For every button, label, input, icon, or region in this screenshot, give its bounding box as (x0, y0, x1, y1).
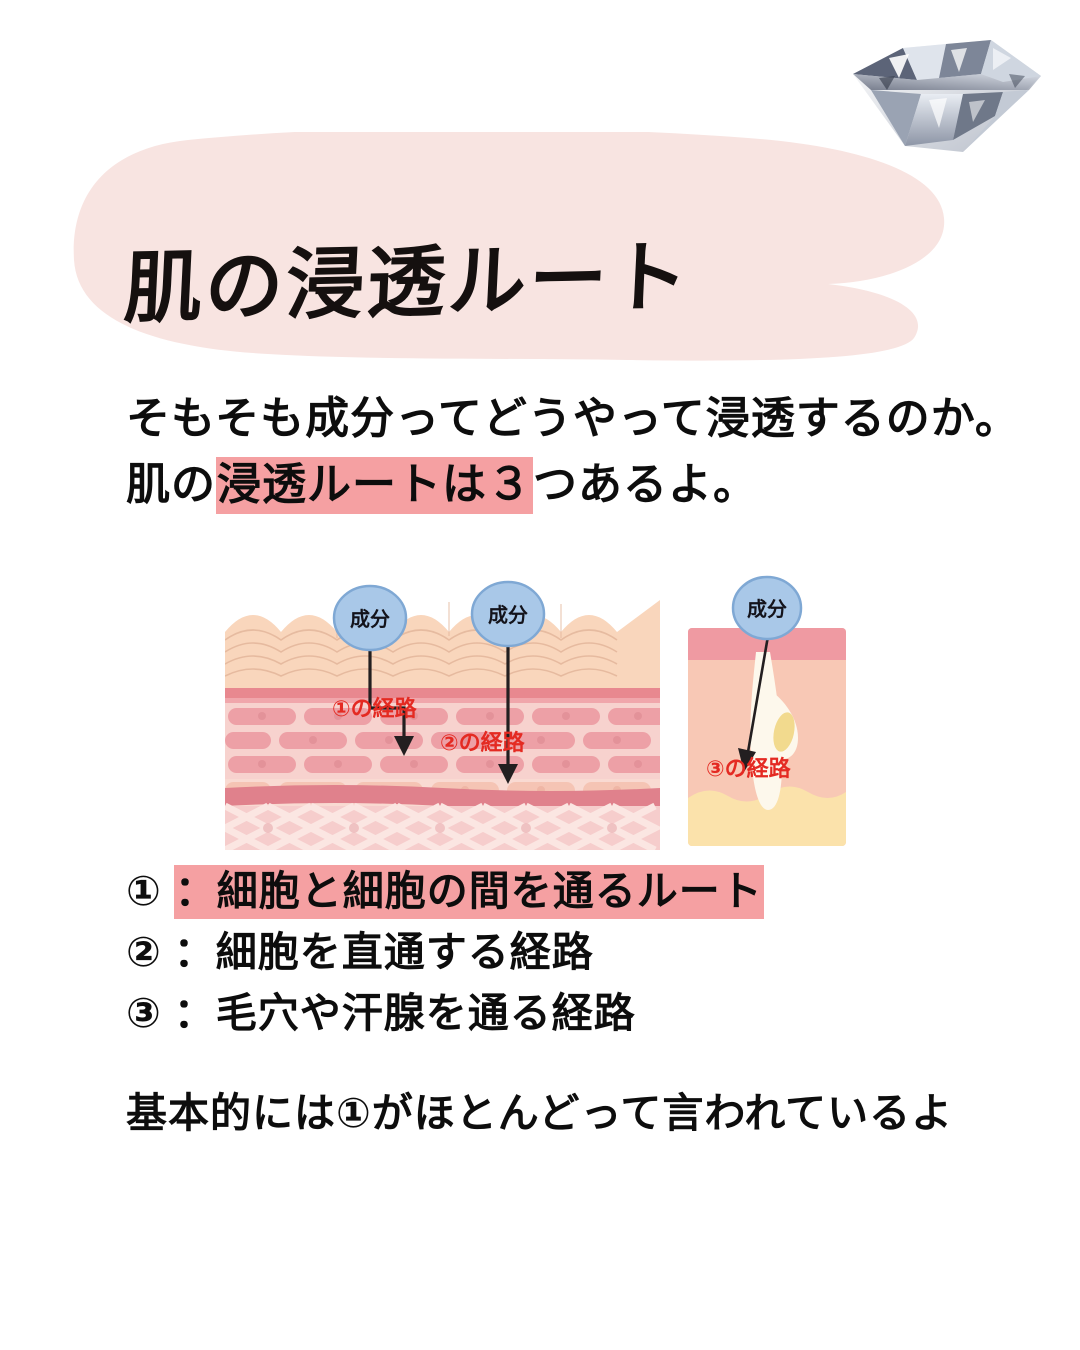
diamond-gem-icon (843, 28, 1053, 178)
route-1-arrow (368, 640, 414, 756)
route-list-item-2: ②：細胞を直通する経路 (126, 927, 594, 977)
route-2-arrow (498, 636, 518, 784)
title-blob-shape (68, 132, 948, 362)
route-list-item-1: ①：細胞と細胞の間を通るルート (126, 865, 764, 919)
intro-line2-suffix: つあるよ。 (533, 459, 758, 510)
intro-line-2: 肌の浸透ルートは３つあるよ。 (126, 457, 758, 514)
route-desc-2: 細胞を直通する経路 (215, 928, 594, 976)
route-number-1: ① (126, 867, 162, 915)
bubble-label-2: 成分 (488, 603, 528, 627)
route-number-3: ③ (126, 989, 162, 1037)
intro-line2-prefix: 肌の (126, 459, 216, 510)
route-list-item-3: ③：毛穴や汗腺を通る経路 (126, 988, 636, 1038)
hair-follicle-cross-section: 成分 ③の経路 (688, 575, 846, 846)
route-desc-1: 細胞と細胞の間を通るルート (216, 867, 763, 915)
page-title: 肌の浸透ルート (121, 231, 694, 335)
route-separator-3: ： (173, 989, 216, 1037)
route-separator-2: ： (173, 928, 216, 976)
bubble-label-3: 成分 (747, 597, 787, 621)
route-text-1: ：細胞と細胞の間を通るルート (173, 865, 764, 919)
intro-line-1: そもそも成分ってどうやって浸透するのか。 (126, 393, 1020, 444)
route-2-label: ②の経路 (440, 730, 526, 756)
bubble-label-1: 成分 (350, 607, 390, 631)
route-3-label: ③の経路 (706, 756, 792, 782)
route-desc-3: 毛穴や汗腺を通る経路 (215, 989, 636, 1037)
ingredient-bubble-3: 成分 (731, 575, 803, 641)
route-1-label: ①の経路 (332, 696, 418, 722)
route-number-2: ② (126, 928, 162, 976)
footer-note: 基本的には①がほとんどって言われているよ (126, 1089, 954, 1137)
ingredient-bubble-2: 成分 (470, 580, 546, 648)
route-separator-1: ： (174, 867, 217, 915)
skin-penetration-diagram: 成分 成分 ①の経路 ②の経路 (0, 540, 1080, 870)
route-3-arrow (738, 635, 770, 772)
intro-line2-highlight: 浸透ルートは３ (216, 457, 533, 514)
epidermis-cross-section: 成分 成分 ①の経路 ②の経路 (225, 580, 660, 850)
ingredient-bubble-1: 成分 (332, 584, 408, 652)
